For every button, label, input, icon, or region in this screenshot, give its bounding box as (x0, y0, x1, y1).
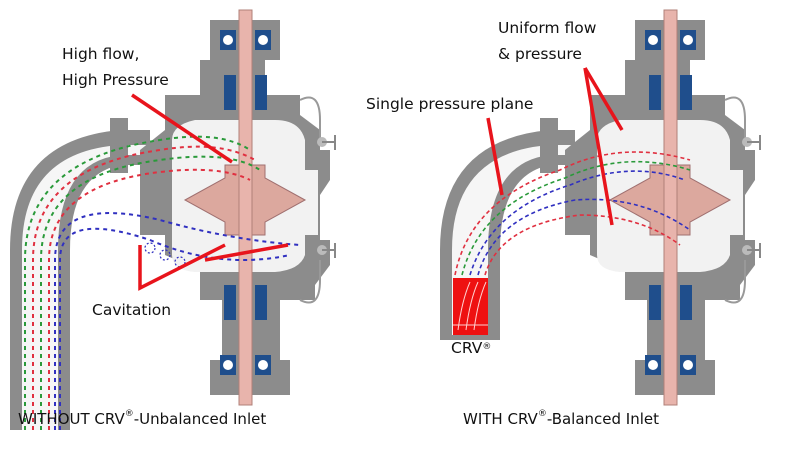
flow-lines-balanced (454, 151, 691, 276)
high-flow-label-line1: High flow, (62, 45, 140, 63)
uniform-flow-label-line1: Uniform flow (498, 19, 597, 37)
crv-label: CRV® (451, 338, 491, 358)
high-flow-label-line2: High Pressure (62, 71, 169, 89)
right-callout-arrows (486, 67, 624, 226)
right-pump-diagram (440, 9, 761, 406)
cavitation-bubbles (144, 242, 186, 268)
registered-mark: ® (537, 409, 547, 419)
crv-block (453, 278, 488, 335)
right-caption-prefix: WITH CRV (463, 410, 538, 428)
crv-label-text: CRV (451, 339, 483, 357)
registered-mark: ® (124, 409, 134, 419)
left-caption-prefix: WITHOUT CRV (18, 410, 125, 428)
right-caption-suffix: -Balanced Inlet (546, 410, 660, 428)
left-pump-diagram (10, 9, 336, 430)
right-caption: WITH CRV®-Balanced Inlet (463, 409, 660, 428)
left-caption: WITHOUT CRV®-Unbalanced Inlet (18, 409, 267, 428)
crv-registered-mark: ® (482, 342, 492, 352)
left-caption-suffix: -Unbalanced Inlet (133, 410, 267, 428)
flow-lines-unbalanced (24, 135, 301, 430)
single-pressure-plane-label: Single pressure plane (366, 95, 534, 113)
cavitation-label: Cavitation (92, 301, 172, 319)
left-callout-arrows (131, 93, 289, 291)
uniform-flow-label-line2: & pressure (498, 45, 582, 63)
